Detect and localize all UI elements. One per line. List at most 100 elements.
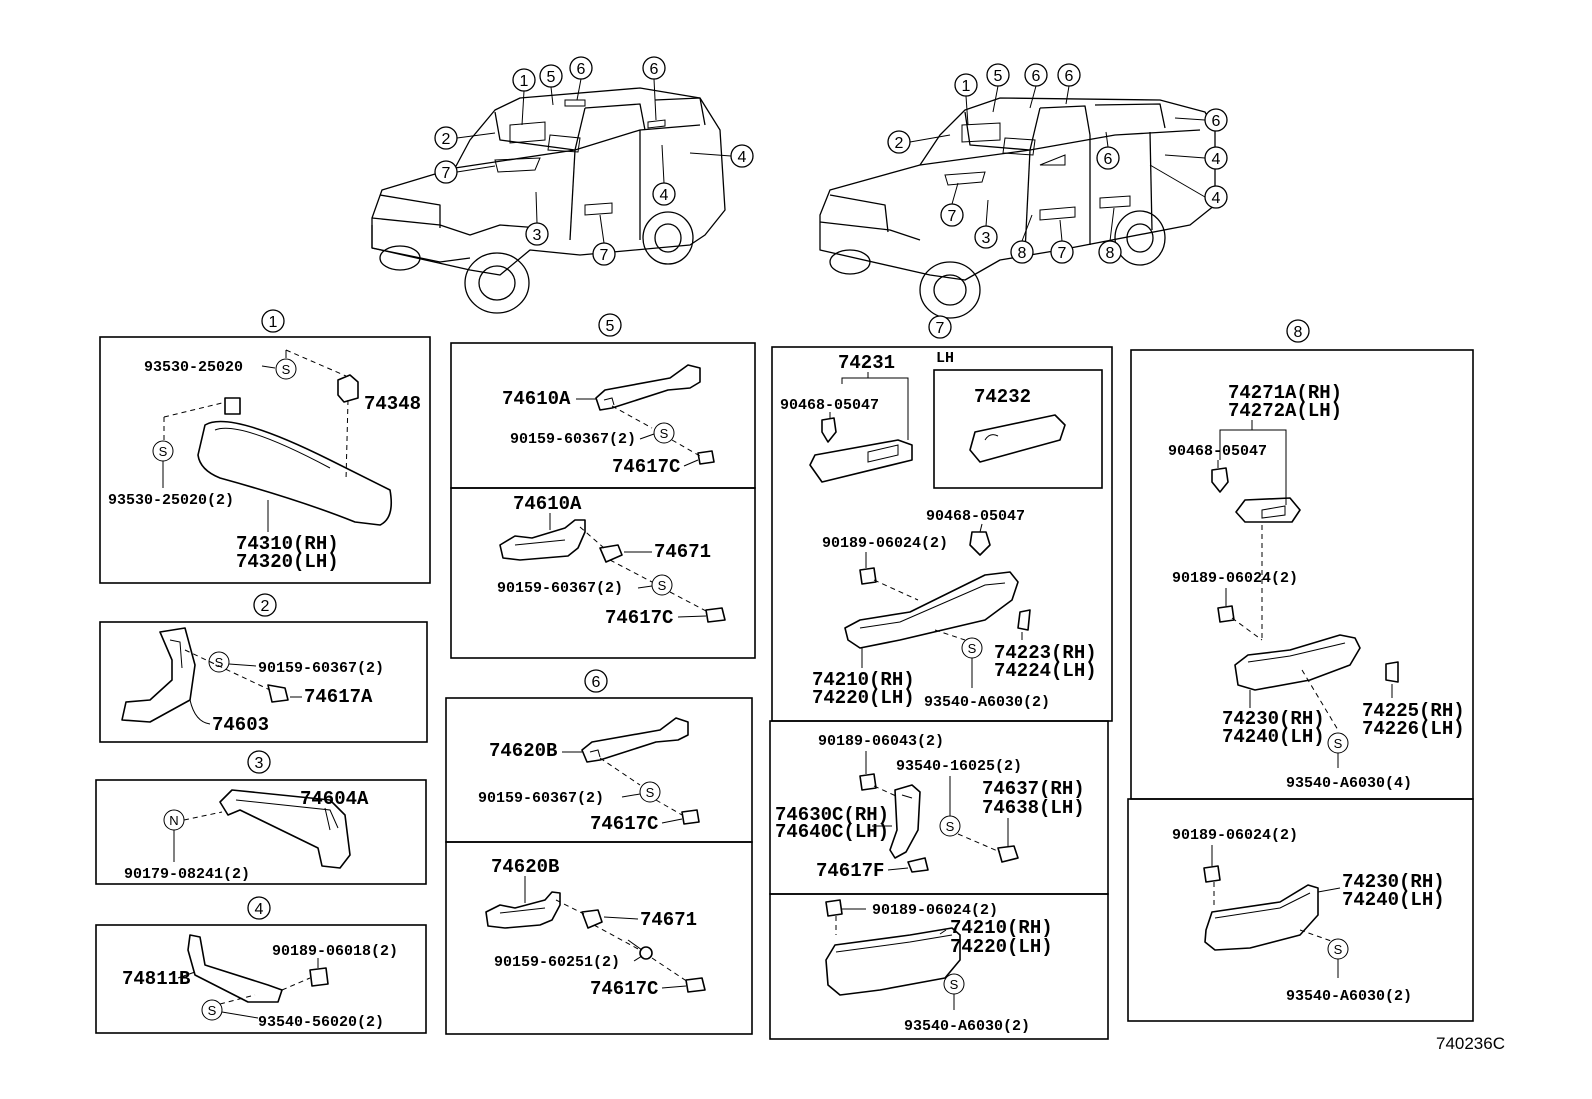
switch-base: [1235, 497, 1301, 523]
overview-callouts: 1 5 6 6 2 7 4 4 3 7 1 5 6 6 2 6 6 4 4 7 …: [434, 56, 1228, 266]
armrest: [844, 571, 1019, 649]
part-number-label: 90179-08241(2): [124, 866, 250, 883]
callout-number: 3: [982, 230, 991, 247]
part-number-label: 93530-25020: [144, 359, 243, 376]
part-number-label: 90159-60367(2): [258, 660, 384, 677]
fastener-symbol-letter: S: [1334, 736, 1343, 751]
assist-grip: [595, 364, 701, 411]
part-number-label: 93530-25020(2): [108, 492, 234, 509]
section-8: 8 74271A(RH) 74272A(LH) 90468-05047 9018…: [1127, 319, 1474, 1022]
callout-number: 1: [269, 314, 278, 331]
section-2: 2 S 90159-60367(2) 74617A 74603: [99, 593, 428, 743]
part-number-label: 74210(RH): [812, 669, 915, 691]
part-number-label: 90189-06024(2): [822, 535, 948, 552]
callout-left-2: 2: [434, 126, 496, 150]
switch-bezel-lh: [969, 414, 1066, 463]
callout-number: 3: [533, 227, 542, 244]
part-number-label: 74811B: [122, 968, 190, 990]
fastener-symbol-letter: S: [968, 641, 977, 656]
part-number-label: 74230(RH): [1342, 871, 1445, 893]
callout-number: 6: [1104, 151, 1113, 168]
section-4: 4 S 74811B 90189-06018(2) 93540-56020(2): [95, 896, 427, 1034]
fastener-symbol-letter: S: [159, 444, 168, 459]
section-3: 3 N 74604A 90179-08241(2): [95, 750, 427, 885]
callout-right-1: 1: [954, 73, 978, 126]
callout-number: 2: [442, 131, 451, 148]
part-number-label: 74232: [974, 386, 1031, 408]
callout-number: 6: [1065, 68, 1074, 85]
fastener-symbol-letter: S: [660, 426, 669, 441]
callout-number: 6: [1032, 68, 1041, 85]
part-number-label: 93540-56020(2): [258, 1014, 384, 1031]
callout-number: 6: [650, 61, 659, 78]
part-number-label: 74348: [364, 393, 421, 415]
part-number-label: 74610A: [513, 493, 582, 515]
screw-symbol: S: [651, 574, 673, 596]
part-number-label: 74640C(LH): [775, 821, 889, 843]
part-number-label: 93540-A6030(2): [924, 694, 1050, 711]
callout-number: 6: [577, 61, 586, 78]
screw-symbol: S: [653, 422, 675, 444]
part-number-label: 74638(LH): [982, 797, 1085, 819]
screw-symbol: S: [943, 973, 965, 995]
part-number-label: LH: [936, 350, 954, 367]
screw-symbol: S: [1327, 938, 1349, 960]
part-number-label: 74617C: [605, 607, 673, 629]
part-number-label: 90189-06043(2): [818, 733, 944, 750]
callout-left-5: 5: [539, 64, 563, 106]
callout-number: 7: [936, 320, 945, 337]
nut-symbol: N: [163, 809, 185, 831]
part-number-label: 90189-06024(2): [1172, 827, 1298, 844]
callout-left-4a: 4: [689, 144, 754, 168]
callout-number: 7: [948, 208, 957, 225]
section-5: 5 S 74610A 90159-60367(2) 74617C S 74610…: [450, 313, 756, 659]
part-number-label: 90159-60367(2): [510, 431, 636, 448]
callout-right-6a: 6: [1024, 63, 1048, 109]
part-number-label: 90159-60251(2): [494, 954, 620, 971]
assist-strap: [187, 934, 283, 1003]
callout-number: 8: [1018, 245, 1027, 262]
callout-left-7b: 7: [592, 214, 616, 266]
callout-left-4b: 4: [652, 144, 676, 206]
screw-symbol: S: [201, 999, 223, 1021]
callout-number: 4: [1212, 190, 1221, 207]
screw-symbol: S: [208, 651, 230, 673]
part-number-label: 90189-06018(2): [272, 943, 398, 960]
assist-grip: [581, 717, 689, 763]
part-number-label: 74220(LH): [812, 687, 915, 709]
callout-number: 7: [600, 247, 609, 264]
grab-handle: [219, 789, 351, 869]
armrest: [825, 927, 961, 996]
callout-number: 4: [660, 187, 669, 204]
callout-number: 6: [1212, 113, 1221, 130]
part-number-label: 74617C: [612, 456, 680, 478]
section-1: 1 S S 93530-25020 74348 93530-25020(2) 7…: [99, 309, 431, 584]
fastener-symbol-letter: S: [215, 655, 224, 670]
screw-symbol: S: [1327, 732, 1349, 754]
callout-number: 1: [962, 78, 971, 95]
callout-number: 4: [255, 901, 264, 918]
part-number-label: 74230(RH): [1222, 708, 1325, 730]
part-number-label: 74240(LH): [1342, 889, 1445, 911]
callout-number: 5: [547, 69, 556, 86]
part-number-label: 74617C: [590, 978, 658, 1000]
callout-right-7b: 7: [1050, 219, 1074, 264]
part-number-label: 74620B: [491, 856, 559, 878]
part-number-label: 90468-05047: [1168, 443, 1267, 460]
callout-number: 5: [606, 318, 615, 335]
armrest-bracket: [889, 784, 921, 859]
part-number-label: 74604A: [300, 788, 369, 810]
part-number-label: 90468-05047: [780, 397, 879, 414]
callout-number: 8: [1106, 245, 1115, 262]
callout-right-7a: 7: [940, 182, 964, 227]
part-number-label: 74320(LH): [236, 551, 339, 573]
callout-number: 4: [738, 149, 747, 166]
part-number-label: 93540-A6030(2): [1286, 988, 1412, 1005]
callout-right-2: 2: [887, 130, 951, 154]
callout-right-6b: 6: [1057, 63, 1081, 105]
callout-right-6c: 6: [1096, 131, 1120, 170]
callout-left-3: 3: [525, 191, 549, 246]
fastener-symbol-letter: S: [208, 1003, 217, 1018]
callout-left-6a: 6: [569, 56, 593, 101]
